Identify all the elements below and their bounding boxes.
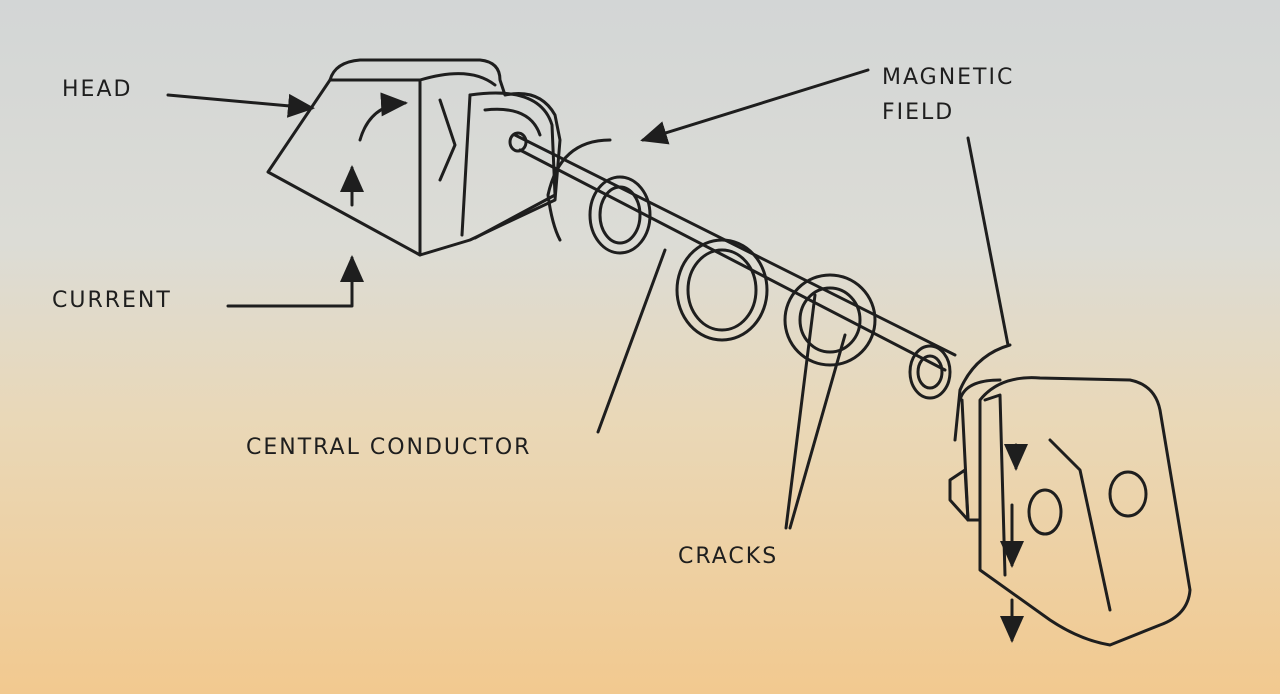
current-leader	[226, 255, 364, 308]
label-cracks: CRACKS	[678, 544, 779, 569]
conductor-rings	[546, 138, 1012, 442]
cracks-leader-1	[784, 293, 817, 530]
label-magnetic: MAGNETIC	[882, 65, 1015, 90]
magnetic-field-leader-top	[640, 68, 870, 145]
central-conductor-leader	[596, 248, 667, 434]
magnetic-field-leader-bottom	[966, 136, 1010, 347]
head-leader	[166, 93, 315, 118]
label-head: HEAD	[62, 77, 133, 102]
left-head-block	[266, 58, 562, 257]
label-central-conductor: CENTRAL CONDUCTOR	[246, 435, 532, 460]
label-field: FIELD	[882, 100, 955, 125]
right-head-block	[948, 376, 1192, 647]
label-current: CURRENT	[52, 288, 172, 313]
cracks-leader-2	[788, 333, 847, 530]
